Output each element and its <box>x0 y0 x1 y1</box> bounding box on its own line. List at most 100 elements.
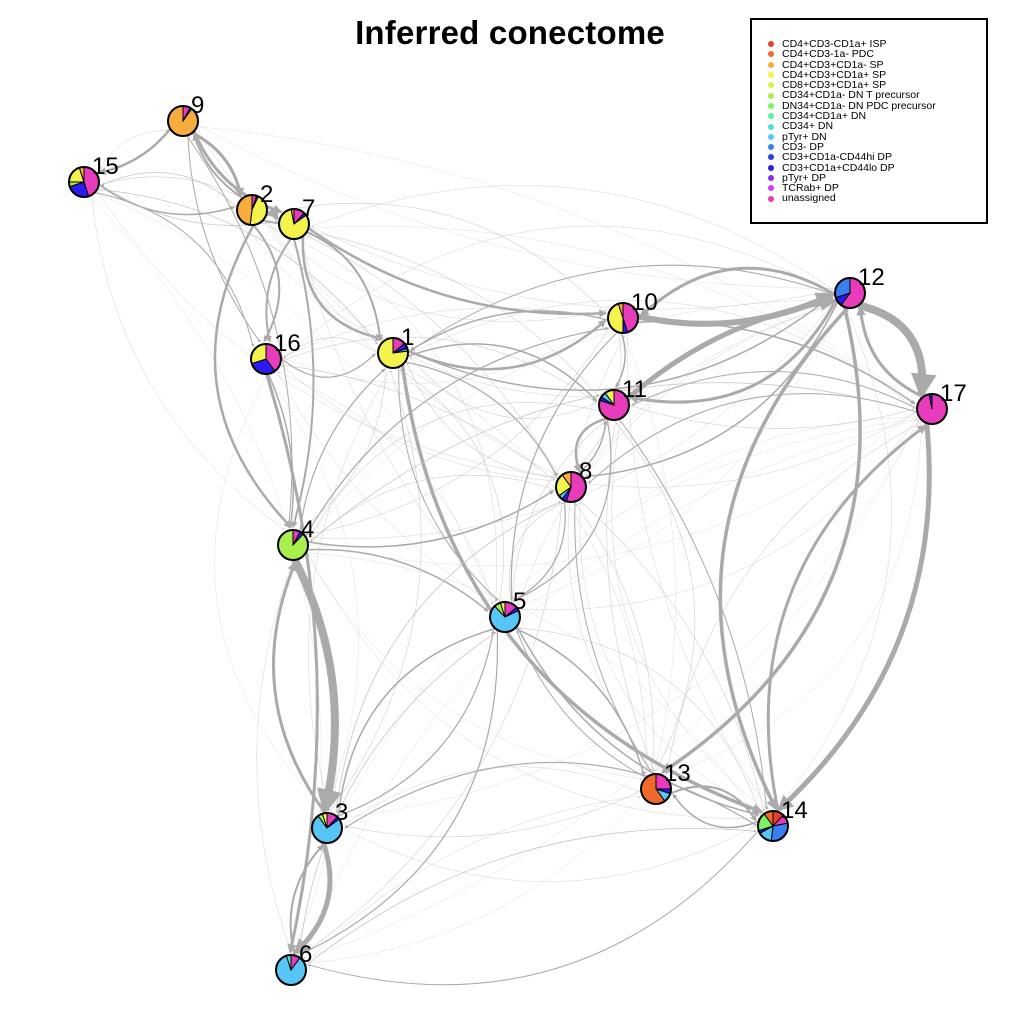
edge-2-to-4 <box>213 224 292 529</box>
node-label: 1 <box>401 324 414 351</box>
legend-item: CD4+CD3+CD1a- SP <box>768 58 936 71</box>
edge-9-to-1 <box>192 132 382 340</box>
edges-layer <box>89 124 937 986</box>
legend-swatch <box>768 133 774 140</box>
node-16[interactable]: 16 <box>250 330 301 375</box>
node-8[interactable]: 8 <box>555 458 592 503</box>
edge-4-to-6 <box>256 559 294 953</box>
legend-swatch <box>768 144 774 151</box>
edge-14-to-17 <box>766 424 928 813</box>
edge-5-to-11 <box>511 420 607 604</box>
node-7[interactable]: 7 <box>278 195 315 240</box>
node-11[interactable]: 11 <box>598 376 647 421</box>
legend-swatch <box>768 41 774 48</box>
node-3[interactable]: 3 <box>311 799 348 844</box>
legend-swatch <box>768 195 774 202</box>
legend-swatch <box>768 123 774 130</box>
edge-13-to-11 <box>615 422 696 775</box>
node-9[interactable]: 9 <box>167 92 204 137</box>
legend-item: CD3- DP <box>768 142 936 152</box>
node-2[interactable]: 2 <box>236 181 273 226</box>
edge-14-to-11 <box>611 421 768 813</box>
edge-6-to-8 <box>298 502 563 958</box>
edge-7-to-8 <box>304 234 559 475</box>
edge-1-to-16 <box>283 337 379 359</box>
edge-4-to-1 <box>299 368 386 532</box>
node-outline <box>277 529 309 561</box>
edge-16-to-6 <box>265 373 319 954</box>
edge-16-to-3 <box>214 373 325 811</box>
node-outline <box>834 277 866 309</box>
node-10[interactable]: 10 <box>607 289 658 334</box>
legend-label: pTyr+ DP <box>782 171 827 184</box>
edge-15-to-4 <box>91 194 285 530</box>
node-label: 14 <box>781 797 808 824</box>
edge-5-to-1 <box>399 369 505 604</box>
edge-16-to-1 <box>280 353 376 378</box>
node-outline <box>311 812 343 844</box>
edge-15-to-16 <box>94 192 255 348</box>
node-4[interactable]: 4 <box>277 516 314 561</box>
legend-swatch <box>768 61 774 68</box>
legend-item: CD4+CD3-CD1a+ ISP <box>768 39 936 49</box>
edge-2-to-15 <box>101 171 238 208</box>
edge-9-to-2 <box>191 131 245 198</box>
node-label: 11 <box>622 376 647 403</box>
node-label: 10 <box>631 289 658 316</box>
edge-2-to-10 <box>266 202 606 314</box>
node-12[interactable]: 12 <box>834 264 885 309</box>
node-outline <box>607 302 639 334</box>
edge-15-to-9 <box>96 129 169 175</box>
edge-5-to-16 <box>277 371 496 607</box>
edge-12-to-13 <box>660 306 862 774</box>
edge-5-to-13 <box>514 627 646 777</box>
edge-15-to-5 <box>94 192 493 605</box>
edge-11-to-17 <box>628 404 915 429</box>
pie-slice <box>770 822 789 842</box>
legend-label: CD4+CD3+CD1a- SP <box>782 58 884 71</box>
edge-15-to-8 <box>96 189 557 479</box>
legend-label: CD3+CD1a+CD44lo DP <box>782 161 895 174</box>
edge-16-to-8 <box>279 364 555 481</box>
edge-3-to-8 <box>335 501 561 816</box>
node-1[interactable]: 1 <box>377 324 414 369</box>
edge-1-to-11 <box>407 343 598 402</box>
edge-1-to-8 <box>404 361 558 477</box>
node-5[interactable]: 5 <box>489 588 526 633</box>
legend-label: CD4+CD3-1a- PDC <box>782 48 874 61</box>
edge-10-to-11 <box>615 332 626 388</box>
edge-10-to-5 <box>509 331 618 602</box>
edge-11-to-14 <box>618 418 768 810</box>
node-15[interactable]: 15 <box>68 153 119 198</box>
edge-2-to-5 <box>259 222 497 603</box>
edge-12-to-1 <box>410 264 836 352</box>
edge-16-to-10 <box>280 319 606 384</box>
edge-12-to-17 <box>857 301 937 400</box>
edge-13-to-14 <box>669 785 757 822</box>
edge-14-to-5 <box>518 627 762 817</box>
node-6[interactable]: 6 <box>275 941 312 986</box>
legend-label: CD34+ DN <box>782 120 834 133</box>
node-outline <box>555 471 587 503</box>
legend-swatch <box>768 113 774 120</box>
node-label: 13 <box>664 760 691 787</box>
edge-5-to-17 <box>518 416 917 611</box>
node-label: 3 <box>335 799 348 826</box>
node-outline <box>489 601 521 633</box>
edge-14-to-12 <box>774 310 892 812</box>
edge-8-to-1 <box>407 363 560 479</box>
node-outline <box>377 337 409 369</box>
edge-1-to-14 <box>400 364 764 815</box>
legend-swatch <box>768 51 774 58</box>
node-outline <box>916 393 948 425</box>
node-17[interactable]: 17 <box>916 380 967 425</box>
node-14[interactable]: 14 <box>757 797 808 842</box>
edge-5-to-8 <box>509 502 564 604</box>
edge-8-to-11 <box>577 419 608 475</box>
edge-8-to-4 <box>310 475 557 542</box>
edge-14-to-6 <box>307 829 759 986</box>
node-13[interactable]: 13 <box>640 760 691 805</box>
